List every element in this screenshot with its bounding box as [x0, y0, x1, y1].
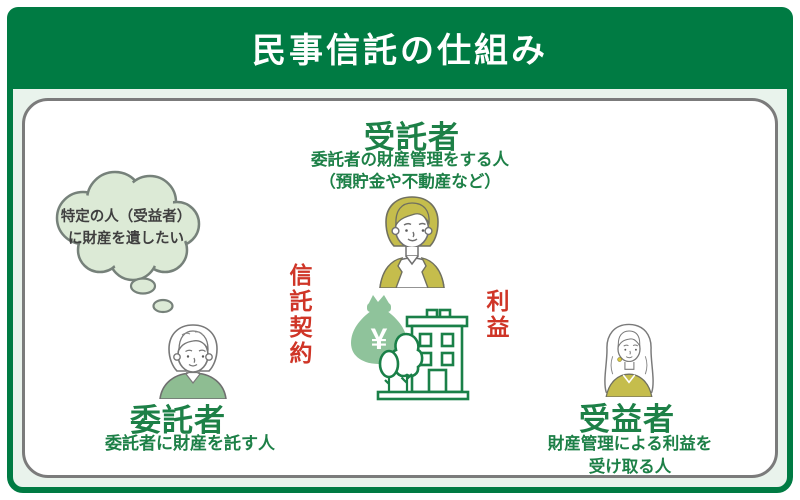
trustee-desc-line-2: （預貯金や不動産など） — [319, 173, 501, 191]
real-estate-building-icon — [376, 308, 470, 401]
thought-line-1: 特定の人（受益者） — [60, 209, 192, 225]
thought-trail-bubble — [129, 277, 157, 295]
thought-trail-bubble — [152, 298, 174, 314]
yen-symbol: ¥ — [371, 323, 388, 356]
thought-bubble — [55, 170, 201, 314]
settlor-title: 委託者 — [130, 403, 226, 438]
beneficiary-desc-line-1: 財産管理による利益を — [547, 435, 713, 453]
thought-bubble-text: 特定の人（受益者） に財産を遺したい — [56, 206, 196, 250]
trustee-person-icon — [379, 196, 445, 288]
beneficiary-title: 受益者 — [579, 402, 675, 437]
page-title: 民事信託の仕組み — [252, 31, 548, 70]
profit-label: 利益 — [483, 289, 509, 341]
trustee-desc-line-1: 委託者の財産管理をする人 — [311, 151, 509, 169]
beneficiary-person-icon — [604, 323, 654, 397]
thought-line-2: に財産を遺したい — [68, 231, 184, 247]
trustee-description: 委託者の財産管理をする人 （預貯金や不動産など） — [235, 149, 585, 193]
settlor-person-icon — [159, 324, 227, 399]
header-banner: 民事信託の仕組み — [7, 7, 793, 89]
beneficiary-description: 財産管理による利益を 受け取る人 — [535, 433, 725, 479]
settlor-description: 委託者に財産を託す人 — [105, 434, 275, 453]
trust-contract-label: 信託契約 — [286, 263, 312, 367]
beneficiary-desc-line-2: 受け取る人 — [588, 458, 672, 476]
trustee-title: 受託者 — [364, 120, 460, 155]
